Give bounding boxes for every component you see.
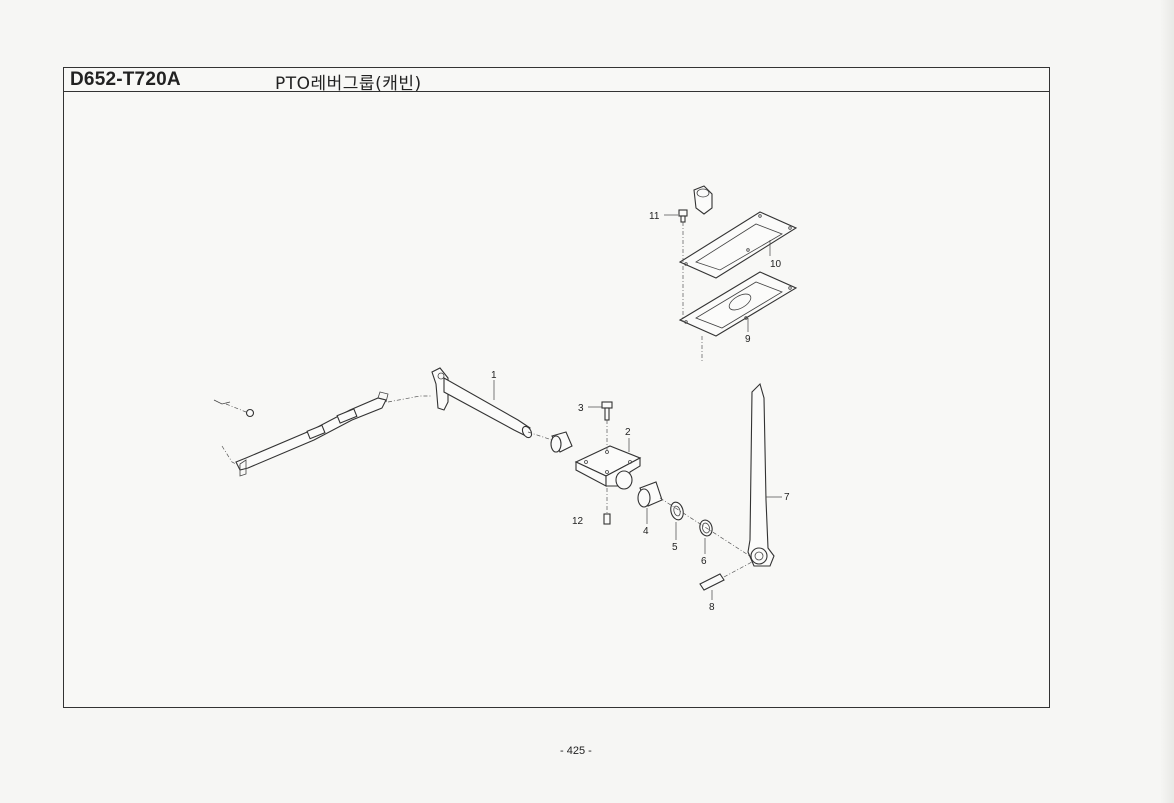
callout-4: 4	[643, 526, 649, 537]
lever-knob	[693, 185, 713, 215]
callout-9: 9	[745, 334, 751, 345]
callout-7: 7	[784, 492, 790, 503]
callout-2: 2	[625, 427, 631, 438]
scan-edge	[1160, 0, 1174, 803]
part-2-bracket	[574, 445, 642, 490]
callout-10: 10	[770, 259, 782, 270]
part-group-title: PTO레버그룹(캐빈)	[275, 74, 422, 94]
part-group-code: D652-T720A	[70, 69, 181, 90]
callout-6: 6	[701, 556, 707, 567]
callout-5: 5	[672, 542, 678, 553]
header-bar: D652-T720A PTO레버그룹(캐빈)	[64, 68, 1049, 94]
part-10-gasket	[678, 211, 798, 279]
diagram-frame: D652-T720A PTO레버그룹(캐빈)	[63, 67, 1050, 708]
part-1-shaft-lever	[431, 367, 533, 439]
part-3-bolt	[601, 401, 613, 452]
part-7-lever	[747, 382, 775, 567]
part-12-fitting	[603, 488, 611, 525]
callout-11: 11	[649, 211, 660, 222]
callout-8: 8	[709, 602, 715, 613]
callout-3: 3	[578, 403, 584, 414]
linkage-rod-assembly	[213, 391, 432, 477]
callout-1: 1	[491, 370, 497, 381]
part-4-bushing	[637, 481, 663, 508]
part-5-washer	[670, 501, 684, 521]
part-9-cover-plate	[678, 271, 798, 337]
page-number: - 425 -	[560, 745, 592, 757]
part-11-bolt	[678, 209, 703, 362]
callout-12: 12	[572, 516, 584, 527]
part-8-pin	[699, 561, 753, 591]
bushing	[550, 431, 573, 453]
